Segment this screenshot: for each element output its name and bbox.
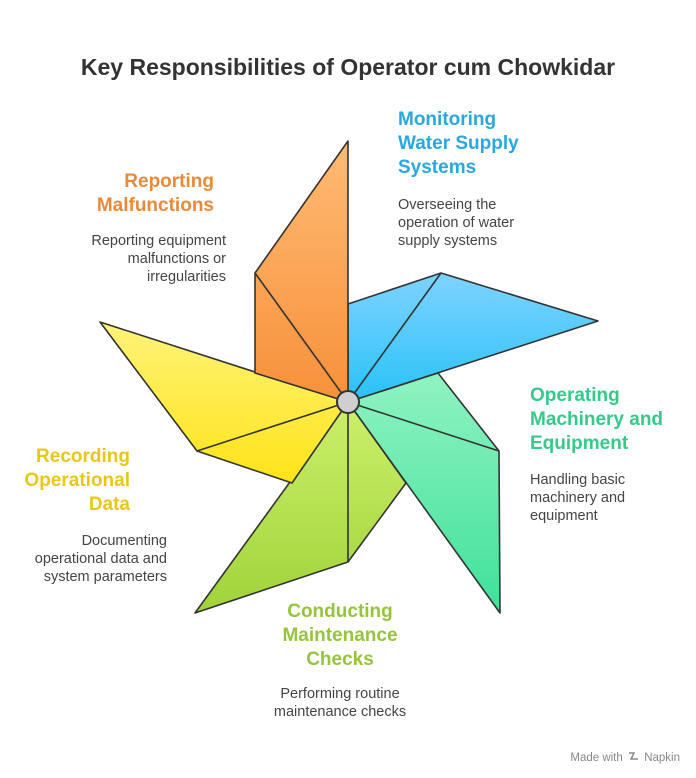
blade-monitoring <box>347 272 599 403</box>
blade-operating <box>347 372 501 614</box>
recording-heading: Recording Operational Data <box>24 446 130 515</box>
footer-brand: Napkin <box>644 752 680 764</box>
footer-prefix: Made with <box>570 752 623 764</box>
reporting-heading: Reporting Malfunctions <box>96 171 214 216</box>
diagram-title: Key Responsibilities of Operator cum Cho… <box>80 54 616 80</box>
operating-description: Handling basic machinery and equipment <box>530 472 626 524</box>
blade-reporting <box>254 140 349 403</box>
made-with-footer[interactable]: Made with Napkin <box>570 751 680 764</box>
recording-description: Documenting operational data and system … <box>34 533 167 585</box>
monitoring-description: Overseeing the operation of water supply… <box>398 197 515 249</box>
blade-recording <box>99 321 349 484</box>
conducting-heading: Conducting Maintenance Checks <box>282 601 398 670</box>
conducting-description: Performing routine maintenance checks <box>273 686 407 720</box>
pinwheel-hub <box>336 390 360 414</box>
napkin-icon <box>628 751 639 764</box>
blade-conducting <box>194 401 407 614</box>
reporting-description: Reporting equipment malfunctions or irre… <box>91 233 226 285</box>
operating-heading: Operating Machinery and Equipment <box>530 385 664 454</box>
monitoring-heading: Monitoring Water Supply Systems <box>398 109 519 178</box>
